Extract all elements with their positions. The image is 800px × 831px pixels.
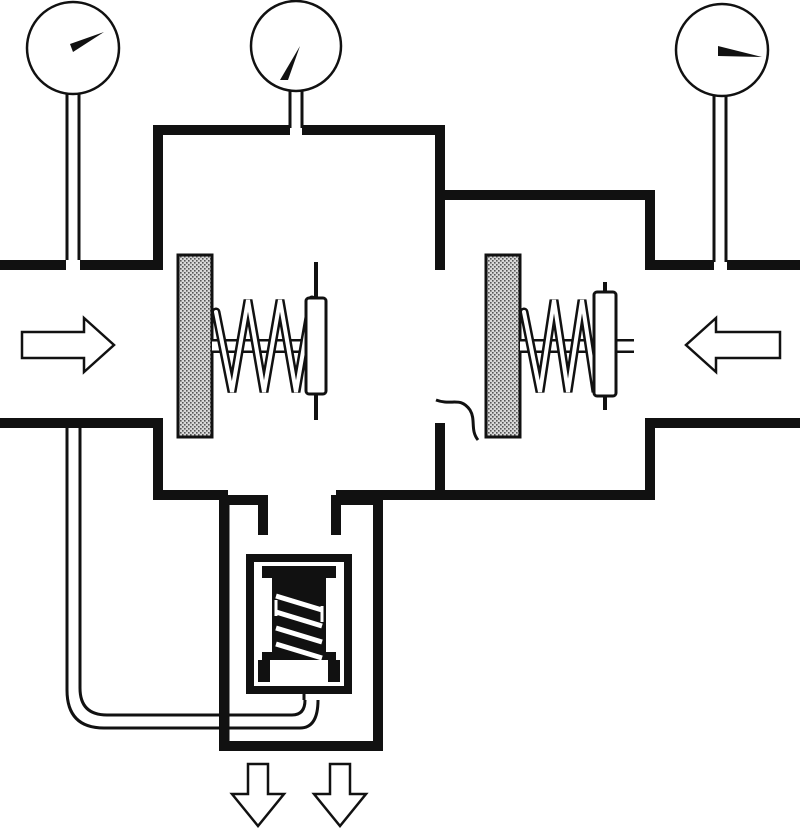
- sensing-tube: [65, 428, 320, 730]
- check-disc-icon: [484, 253, 522, 439]
- first-check-valve: [176, 253, 328, 439]
- relief-housing: [219, 495, 383, 751]
- spring-icon: [274, 593, 324, 661]
- valve-body: [0, 125, 800, 535]
- relief-discharge-arrow-icon: [311, 762, 369, 828]
- relief-discharge-arrow-icon: [229, 762, 287, 828]
- gauge-needle-icon: [280, 46, 300, 80]
- check-disc-icon: [176, 253, 214, 439]
- outlet-gauge: [674, 2, 770, 262]
- inlet-flow-arrow-icon: [20, 315, 116, 375]
- relief-valve: [246, 554, 352, 694]
- second-check-valve: [435, 253, 634, 441]
- zone-gauge: [249, 0, 343, 128]
- inlet-gauge: [25, 0, 121, 260]
- gauge-needle-icon: [70, 32, 104, 52]
- spring-icon: [211, 295, 317, 393]
- outlet-flow-arrow-icon: [684, 315, 782, 375]
- gauge-needle-icon: [718, 46, 762, 57]
